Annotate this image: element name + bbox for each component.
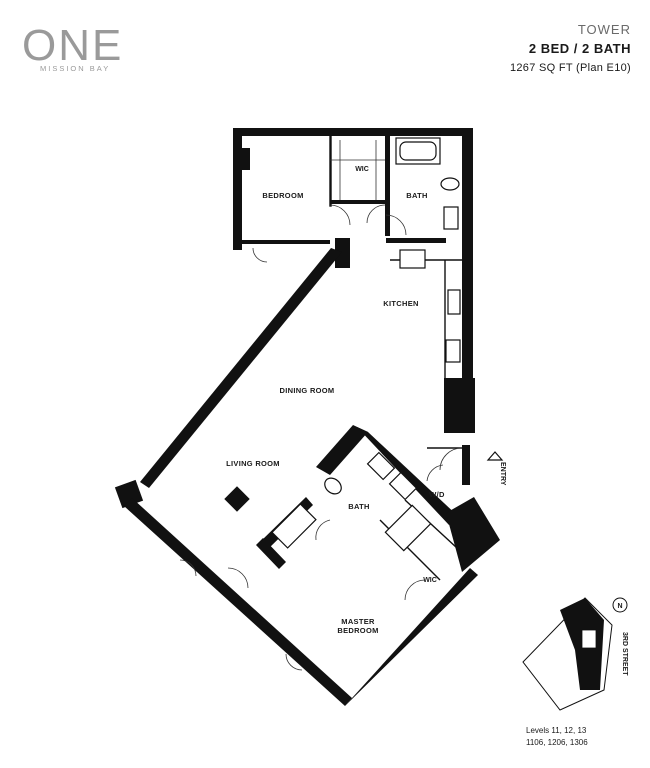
- label-wic-lower: WIC: [423, 577, 437, 584]
- label-living-room: LIVING ROOM: [226, 459, 280, 468]
- label-bedroom: BEDROOM: [262, 191, 303, 200]
- key-plan: N 3RD STREET Levels 11, 12, 13 1106, 120…: [522, 597, 628, 747]
- levels-line2: 1106, 1206, 1306: [526, 738, 588, 747]
- wall-bath-upper-left: [316, 425, 368, 475]
- wall-bedroom-left: [233, 128, 242, 250]
- bathtub-upper-basin: [399, 141, 437, 161]
- wall-diagonal-glazing: [140, 248, 342, 488]
- levels-line1: Levels 11, 12, 13: [526, 726, 587, 735]
- room-labels: BEDROOM WIC BATH KITCHEN DINING ROOM LIV…: [226, 166, 506, 635]
- closet-shelving: [271, 503, 317, 549]
- cooktop: [445, 339, 461, 363]
- column-left: [114, 479, 144, 509]
- column-mid: [335, 238, 350, 268]
- column-living: [224, 486, 250, 512]
- sink-lower-1: [366, 451, 396, 481]
- sink-upper: [443, 206, 459, 230]
- area-label: 1267 SQ FT (Plan E10): [510, 62, 631, 74]
- wall-top: [233, 128, 473, 136]
- wall-wic-left: [329, 135, 332, 207]
- entry-arrow-icon: [486, 451, 504, 461]
- tower-label: TOWER: [578, 22, 631, 37]
- wall-bath-left: [385, 136, 390, 236]
- wall-wic-bottom: [330, 200, 388, 204]
- north-arrow-icon: [612, 597, 628, 613]
- label-master-line1: MASTER: [341, 617, 375, 626]
- wall-bedroom-bottom: [242, 240, 330, 244]
- keyplan-unit-highlight: [581, 629, 597, 649]
- label-entry: ENTRY: [499, 462, 506, 486]
- bed-bath-label: 2 BED / 2 BATH: [529, 41, 631, 56]
- label-bath-lower: BATH: [348, 502, 369, 511]
- bathtub-lower: [384, 504, 432, 552]
- street-label: 3RD STREET: [621, 632, 628, 676]
- toilet-lower: [324, 477, 342, 495]
- wall-right-upper: [462, 128, 473, 378]
- door-swings: [179, 204, 463, 671]
- fridge: [399, 249, 426, 269]
- label-bath-upper: BATH: [406, 191, 427, 200]
- sink-lower-2: [388, 471, 418, 501]
- wall-closet-side: [256, 538, 286, 569]
- kitchen-sink: [447, 289, 461, 315]
- plan-header: TOWER 2 BED / 2 BATH 1267 SQ FT (Plan E1…: [510, 22, 631, 74]
- wall-entry: [462, 445, 470, 485]
- wall-right-block: [444, 378, 475, 433]
- column-corner: [446, 497, 500, 572]
- wall-bath-upper: [357, 427, 460, 525]
- logo: ONE MISSION BAY: [22, 21, 123, 73]
- fixtures: [271, 137, 461, 552]
- label-kitchen: KITCHEN: [383, 299, 418, 308]
- label-dining-room: DINING ROOM: [280, 386, 335, 395]
- wall-lower-right: [345, 568, 478, 706]
- logo-subtitle: MISSION BAY: [40, 64, 110, 73]
- column-bedroom: [241, 148, 250, 170]
- wall-lower-left: [124, 498, 352, 706]
- north-label: N: [617, 603, 622, 610]
- label-washer-dryer: W/D: [429, 490, 445, 499]
- walls: [114, 128, 500, 706]
- logo-main-text: ONE: [22, 21, 123, 70]
- wall-bath-bottom: [386, 238, 446, 243]
- label-master-line2: BEDROOM: [337, 626, 378, 635]
- label-wic-upper: WIC: [355, 166, 369, 173]
- toilet-upper: [440, 177, 460, 191]
